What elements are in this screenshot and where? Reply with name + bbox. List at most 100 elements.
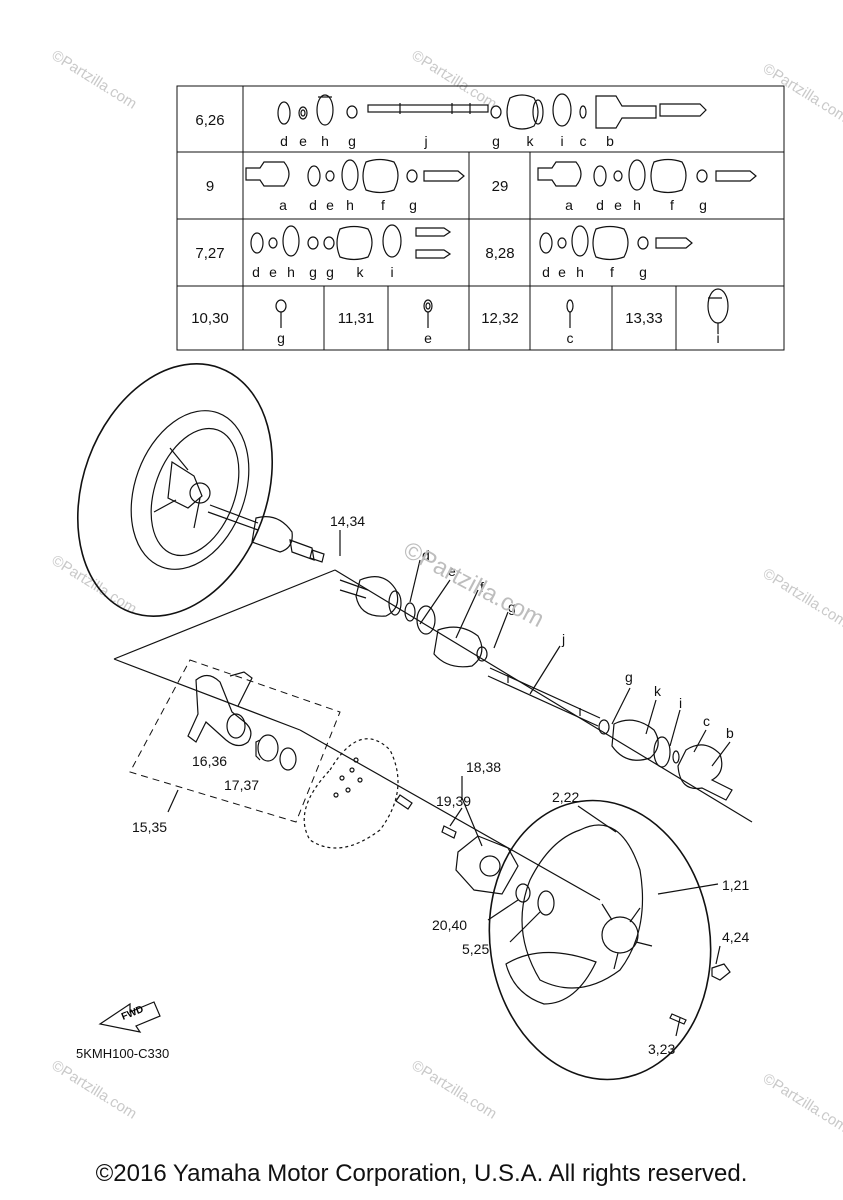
letter-d: d (280, 133, 288, 149)
row2-letters: a d e h f g a d e h f g (279, 197, 707, 213)
letter-c: c (567, 330, 574, 346)
letter-i: i (560, 133, 563, 149)
letter-a: a (565, 197, 573, 213)
letter-g: g (699, 197, 707, 213)
letter-g: g (309, 264, 317, 280)
callout-17-37: 17,37 (224, 777, 259, 793)
letter-h: h (346, 197, 354, 213)
letter-c: c (580, 133, 587, 149)
letter-h: h (287, 264, 295, 280)
letter-f: f (610, 264, 614, 280)
callout-c: c (703, 713, 710, 729)
wheel-nut (711, 963, 731, 981)
steering-knuckle (187, 671, 253, 747)
callout-g-1: g (508, 599, 516, 615)
row-ref-8-28: 8,28 (485, 245, 514, 262)
letter-e: e (558, 264, 566, 280)
callout-3-23: 3,23 (648, 1041, 675, 1057)
cv-joint-inner (598, 719, 733, 801)
lower-wheel (488, 799, 712, 1081)
row2-part-sketches (245, 158, 757, 194)
letter-h: h (576, 264, 584, 280)
upper-axle (207, 504, 325, 563)
watermark: ©Partzilla.com (760, 1070, 843, 1136)
watermark: ©Partzilla.com (760, 60, 843, 126)
row-ref-11-31: 11,31 (338, 310, 374, 327)
callout-16-36: 16,36 (192, 753, 227, 769)
row-ref-6-26: 6,26 (195, 112, 224, 129)
row3-letters: d e h g g k i d e h f g (252, 264, 647, 280)
letter-e: e (614, 197, 622, 213)
callout-20-40: 20,40 (432, 917, 467, 933)
letter-b: b (606, 133, 614, 149)
callout-5-25: 5,25 (462, 941, 489, 957)
letter-g: g (409, 197, 417, 213)
letter-k: k (357, 264, 365, 280)
letter-g: g (639, 264, 647, 280)
letter-f: f (670, 197, 674, 213)
watermark: ©Partzilla.com (49, 1057, 140, 1123)
callout-d: d (422, 547, 430, 563)
watermark: ©Partzilla.com (49, 552, 140, 618)
letter-h: h (321, 133, 329, 149)
valve-stem (669, 1013, 687, 1025)
letter-e: e (299, 133, 307, 149)
letter-d: d (596, 197, 604, 213)
watermark-group: ©Partzilla.com (49, 47, 140, 113)
row-ref-10-30: 10,30 (191, 310, 229, 327)
letter-i: i (716, 330, 719, 346)
callouts: 14,34 d e f g j g k i c b 18,38 19,39 2,… (132, 513, 749, 1057)
center-watermark: ©Partzilla.com (399, 536, 549, 633)
callout-j: j (561, 631, 565, 647)
letter-e: e (326, 197, 334, 213)
upper-wheel (76, 363, 274, 617)
letter-k: k (527, 133, 535, 149)
inner-shaft (487, 667, 601, 727)
watermark: ©Partzilla.com (409, 47, 500, 113)
callout-k: k (654, 683, 662, 699)
knuckle-frame (113, 569, 341, 823)
callout-e: e (448, 563, 456, 579)
letter-g: g (277, 330, 285, 346)
letter-d: d (252, 264, 260, 280)
wheel-hub (441, 825, 555, 916)
callout-14-34: 14,34 (330, 513, 365, 529)
letter-i: i (390, 264, 393, 280)
letter-g: g (492, 133, 500, 149)
row-ref-9: 9 (206, 178, 214, 195)
letter-a: a (279, 197, 287, 213)
row-ref-29: 29 (492, 178, 509, 195)
callout-f: f (480, 579, 484, 595)
row3-part-sketches (250, 224, 693, 261)
row4-part-sketches (275, 288, 729, 333)
callout-18-38: 18,38 (466, 759, 501, 775)
callout-g-2: g (625, 669, 633, 685)
callout-1-21: 1,21 (722, 877, 749, 893)
watermark: ©Partzilla.com (49, 47, 140, 113)
letter-d: d (309, 197, 317, 213)
wheel-bearing (255, 734, 297, 771)
row-ref-12-32: 12,32 (481, 310, 519, 327)
watermark: ©Partzilla.com (409, 1057, 500, 1123)
letter-e: e (424, 330, 432, 346)
row-ref-13-33: 13,33 (625, 310, 663, 327)
letter-f: f (381, 197, 385, 213)
disc-bolt (395, 794, 413, 810)
copyright-footer: ©2016 Yamaha Motor Corporation, U.S.A. A… (95, 1160, 748, 1187)
callout-15-35: 15,35 (132, 819, 167, 835)
row1-part-sketches (277, 93, 707, 130)
letter-d: d (542, 264, 550, 280)
callout-2-22: 2,22 (552, 789, 579, 805)
callout-4-24: 4,24 (722, 929, 749, 945)
parts-table (176, 85, 785, 351)
callout-19-39: 19,39 (436, 793, 471, 809)
leader-lines (167, 530, 731, 1037)
letter-g: g (326, 264, 334, 280)
fwd-label: FWD (120, 1004, 145, 1023)
letter-j: j (423, 133, 427, 149)
letter-h: h (633, 197, 641, 213)
cv-joint-outer (339, 576, 488, 668)
watermark: ©Partzilla.com (760, 565, 843, 631)
letter-e: e (269, 264, 277, 280)
